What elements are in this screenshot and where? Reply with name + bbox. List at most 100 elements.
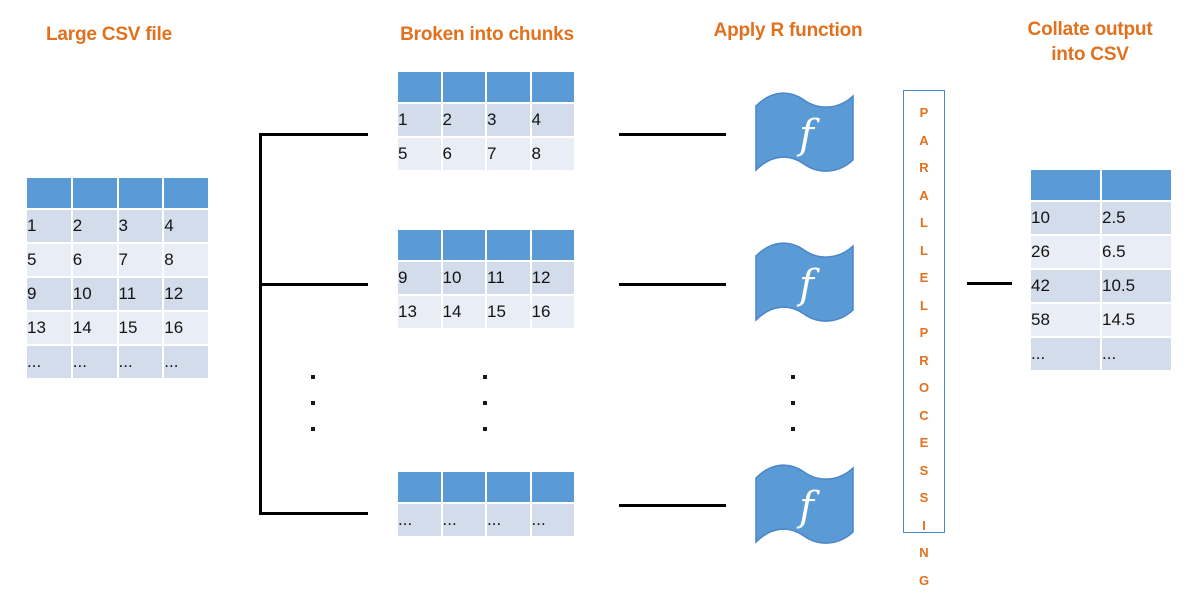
source-csv-table: 1 2 3 4 5 6 7 8 9 10 11 12 13 14 15 16 .… [25,176,210,380]
table-cell: 16 [164,312,208,344]
parallel-letter: A [919,127,928,155]
table-cell: 6.5 [1102,236,1171,268]
table-header-row [398,472,574,502]
table-cell: 11 [119,278,163,310]
parallel-letter: E [920,264,929,292]
table-row: 9 10 11 12 [27,278,208,310]
table-header-cell [487,230,530,260]
table-header-cell [443,472,486,502]
table-cell: 6 [73,244,117,276]
ellipsis-dot [791,401,795,405]
table-header-cell [487,72,530,102]
bracket-spine [259,133,262,515]
table-header-row [27,178,208,208]
ellipsis-dot [791,375,795,379]
table-cell: 14 [73,312,117,344]
table-row: ... ... [1031,338,1171,370]
table-row: 13 14 15 16 [27,312,208,344]
table-cell: 5 [27,244,71,276]
connector-parallel-to-output [967,282,1012,285]
ellipsis-functions [791,375,795,453]
table-cell: 7 [487,138,530,170]
table-cell: 7 [119,244,163,276]
table-row: ... ... ... ... [398,504,574,536]
table-header-cell [73,178,117,208]
table-cell: 15 [487,296,530,328]
table-cell: 26 [1031,236,1100,268]
table-header-row [398,230,574,260]
flag-shape-icon [752,88,857,183]
table-header-row [1031,170,1171,200]
title-broken-into-chunks: Broken into chunks [387,22,587,47]
processing-letter: E [920,429,929,457]
chunk-table-2: 9 10 11 12 13 14 15 16 [396,228,576,330]
table-cell: 10 [73,278,117,310]
table-header-cell [532,472,575,502]
chunk-table-1: 1 2 3 4 5 6 7 8 [396,70,576,172]
table-row: ... ... ... ... [27,346,208,378]
table-row: 5 6 7 8 [398,138,574,170]
table-header-cell [1102,170,1171,200]
bracket-branch-top [259,133,368,136]
table-cell: ... [164,346,208,378]
table-cell: 16 [532,296,575,328]
table-cell: 1 [398,104,441,136]
table-cell: 6 [443,138,486,170]
table-cell: ... [487,504,530,536]
table-header-cell [443,72,486,102]
table-cell: ... [73,346,117,378]
table-cell: 8 [532,138,575,170]
table-cell: 4 [164,210,208,242]
parallel-letter: R [919,154,928,182]
processing-letter: C [919,402,928,430]
r-function-flag-n: f [752,460,857,555]
table-cell: ... [532,504,575,536]
table-header-cell [164,178,208,208]
table-cell: 58 [1031,304,1100,336]
title-collate-output-into-csv: Collate output into CSV [990,17,1190,67]
flag-shape-icon [752,238,857,333]
processing-letter: I [922,512,926,540]
parallel-letter: L [920,237,928,265]
table-cell: 2 [443,104,486,136]
table-cell: 42 [1031,270,1100,302]
table-header-row [398,72,574,102]
ellipsis-dot [483,375,487,379]
table-cell: 13 [398,296,441,328]
table-cell: ... [27,346,71,378]
table-row: 9 10 11 12 [398,262,574,294]
table-cell: 5 [398,138,441,170]
processing-letter: N [919,539,928,567]
processing-letter: P [920,319,929,347]
table-header-cell [398,72,441,102]
connector-chunk2-to-function2 [619,283,726,286]
table-cell: ... [443,504,486,536]
ellipsis-dot [791,427,795,431]
table-cell: ... [119,346,163,378]
table-cell: 4 [532,104,575,136]
parallel-processing-box: P A R A L L E L P R O C E S S I N G [903,90,945,533]
table-row: 58 14.5 [1031,304,1171,336]
table-cell: ... [1031,338,1100,370]
ellipsis-dot [311,401,315,405]
table-cell: 10 [443,262,486,294]
table-cell: 12 [164,278,208,310]
ellipsis-dot [483,401,487,405]
r-function-flag-1: f [752,88,857,183]
table-cell: 13 [27,312,71,344]
table-header-cell [398,230,441,260]
table-cell: 12 [532,262,575,294]
parallel-letter: L [920,209,928,237]
table-row: 1 2 3 4 [27,210,208,242]
table-row: 10 2.5 [1031,202,1171,234]
table-row: 5 6 7 8 [27,244,208,276]
processing-letter: R [919,347,928,375]
processing-letter: S [920,457,929,485]
table-header-cell [1031,170,1100,200]
table-cell: ... [398,504,441,536]
bracket-branch-middle [259,283,368,286]
connector-chunk1-to-function1 [619,133,726,136]
ellipsis-dot [483,427,487,431]
diagram-canvas: Large CSV file Broken into chunks Apply … [0,0,1192,574]
processing-letter: G [919,567,929,594]
